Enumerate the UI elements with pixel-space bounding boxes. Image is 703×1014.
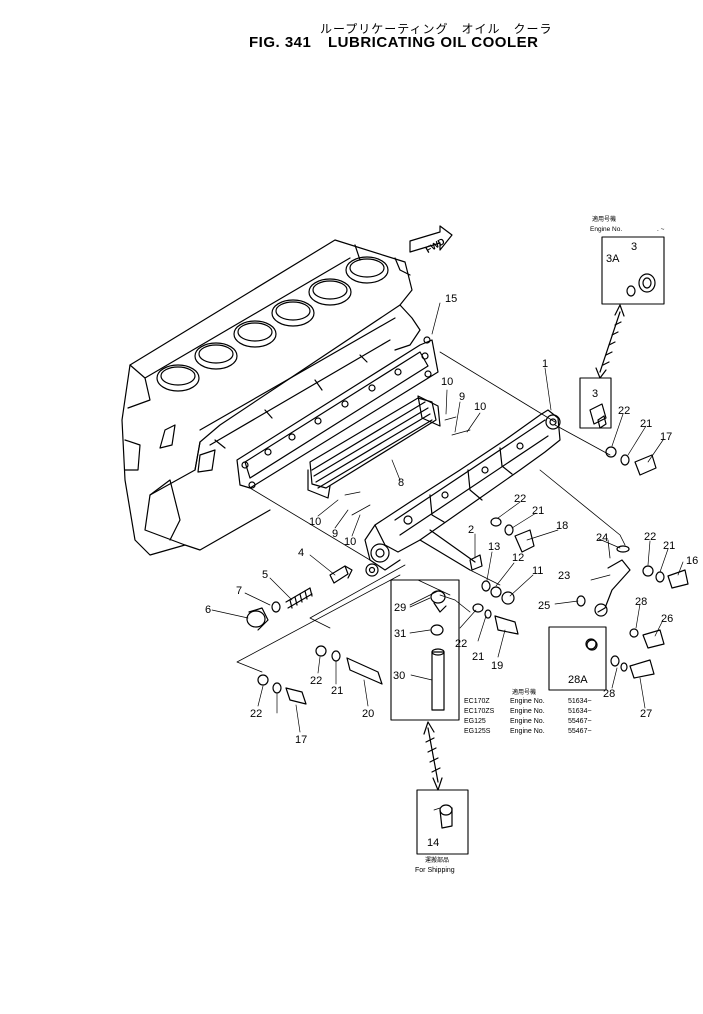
cooler-gasket [236, 336, 439, 489]
cooler-element [307, 395, 441, 499]
callout-16: 16 [686, 555, 698, 567]
callout-10-c: 10 [309, 516, 321, 528]
callout-11: 11 [532, 565, 543, 577]
callout-3-top: 3 [631, 241, 637, 253]
cooler-cover [364, 409, 561, 577]
engine-label-row-3: Engine No. [510, 718, 545, 725]
model-row-2: EC170ZS [464, 708, 495, 715]
callout-28-upper: 28 [635, 596, 647, 608]
callout-10-d: 10 [344, 536, 356, 548]
callout-21-b: 21 [532, 505, 544, 517]
callout-15: 15 [445, 293, 457, 305]
callout-6: 6 [205, 604, 211, 616]
callout-18: 18 [556, 520, 568, 532]
figure-title: LUBRICATING OIL COOLER [328, 34, 539, 51]
applicability-top-engine: Engine No. [590, 226, 622, 233]
callout-5: 5 [262, 569, 268, 581]
callout-29: 29 [394, 602, 406, 614]
applicability-top-range: . ~ [657, 226, 665, 233]
callout-2: 2 [468, 524, 474, 536]
relief-valve-parts [246, 565, 353, 631]
serial-row-2: 51634~ [568, 708, 592, 715]
callout-3a: 3A [606, 253, 620, 265]
callout-9-upper: 9 [459, 391, 465, 403]
callout-3-box: 3 [592, 388, 598, 400]
callout-22-e: 22 [310, 675, 322, 687]
callout-19: 19 [491, 660, 503, 672]
callout-17-right: 17 [660, 431, 672, 443]
callout-22-c: 22 [644, 531, 656, 543]
serial-row-4: 55467~ [568, 728, 592, 735]
bottom-bolts [257, 645, 383, 705]
serial-row-1: 51634~ [568, 698, 592, 705]
engine-label-row-1: Engine No. [510, 698, 545, 705]
model-row-3: EG125 [464, 718, 486, 725]
callout-28-lower: 28 [603, 688, 615, 700]
connection-lines [236, 351, 626, 673]
box-part-14 [416, 789, 469, 855]
box-oil-filler-cap [601, 236, 665, 305]
title-japanese: ループリケーティング オイル クーラ [320, 22, 553, 36]
callout-27: 27 [640, 708, 652, 720]
callout-23: 23 [558, 570, 570, 582]
fwd-label: FWD [424, 236, 447, 255]
figure-number: FIG. 341 [249, 34, 312, 51]
box-part-3 [579, 377, 612, 429]
fwd-arrow [409, 225, 453, 253]
callout-28a: 28A [568, 674, 588, 686]
engine-label-row-2: Engine No. [510, 708, 545, 715]
applicability-table: 適用号機 EC170Z Engine No. 51634~ EC170ZS En… [464, 688, 592, 735]
callout-24: 24 [596, 532, 608, 544]
callout-leaders [211, 302, 684, 811]
applicability-top-jp: 適用号機 [592, 215, 616, 223]
applicability-top: 適用号機 Engine No. . ~ [590, 215, 665, 233]
model-row-4: EG125S [464, 728, 491, 735]
callout-26: 26 [661, 613, 673, 625]
callout-22-f: 22 [250, 708, 262, 720]
model-row-1: EC170Z [464, 698, 490, 705]
callout-21-d: 21 [472, 651, 484, 663]
box-contents [430, 273, 656, 829]
callout-21-c: 21 [663, 540, 675, 552]
shipping-note: 運搬部品 For Shipping [415, 856, 455, 874]
callout-12: 12 [512, 552, 524, 564]
box-shipping-kit [390, 579, 460, 721]
shipping-jp: 運搬部品 [425, 856, 449, 864]
callout-31: 31 [394, 628, 406, 640]
callout-8: 8 [398, 477, 404, 489]
callout-14: 14 [427, 837, 439, 849]
box-part-28a [548, 626, 607, 691]
shipping-label: For Shipping [415, 867, 455, 874]
serial-row-3: 55467~ [568, 718, 592, 725]
callout-7: 7 [236, 585, 242, 597]
callout-22-b: 22 [514, 493, 526, 505]
callout-9-lower: 9 [332, 528, 338, 540]
engine-label-row-4: Engine No. [510, 728, 545, 735]
applicability-table-jp: 適用号機 [512, 688, 536, 696]
callout-17-left: 17 [295, 734, 307, 746]
callout-30: 30 [393, 670, 405, 682]
callout-1: 1 [542, 358, 548, 370]
part-callouts: 1 2 3 3 3A 4 5 6 7 8 9 9 10 10 10 10 11 … [205, 241, 698, 849]
callout-25: 25 [538, 600, 550, 612]
engine-block [121, 239, 421, 556]
detail-boxes [390, 236, 665, 855]
callout-21-e: 21 [331, 685, 343, 697]
callout-4: 4 [298, 547, 304, 559]
callout-20: 20 [362, 708, 374, 720]
right-side-parts [469, 415, 689, 679]
callout-10-a: 10 [441, 376, 453, 388]
callout-13: 13 [488, 541, 500, 553]
callout-22-d: 22 [455, 638, 467, 650]
spiral-arrows [423, 304, 625, 791]
callout-21-a: 21 [640, 418, 652, 430]
callout-10-b: 10 [474, 401, 486, 413]
callout-22-a: 22 [618, 405, 630, 417]
